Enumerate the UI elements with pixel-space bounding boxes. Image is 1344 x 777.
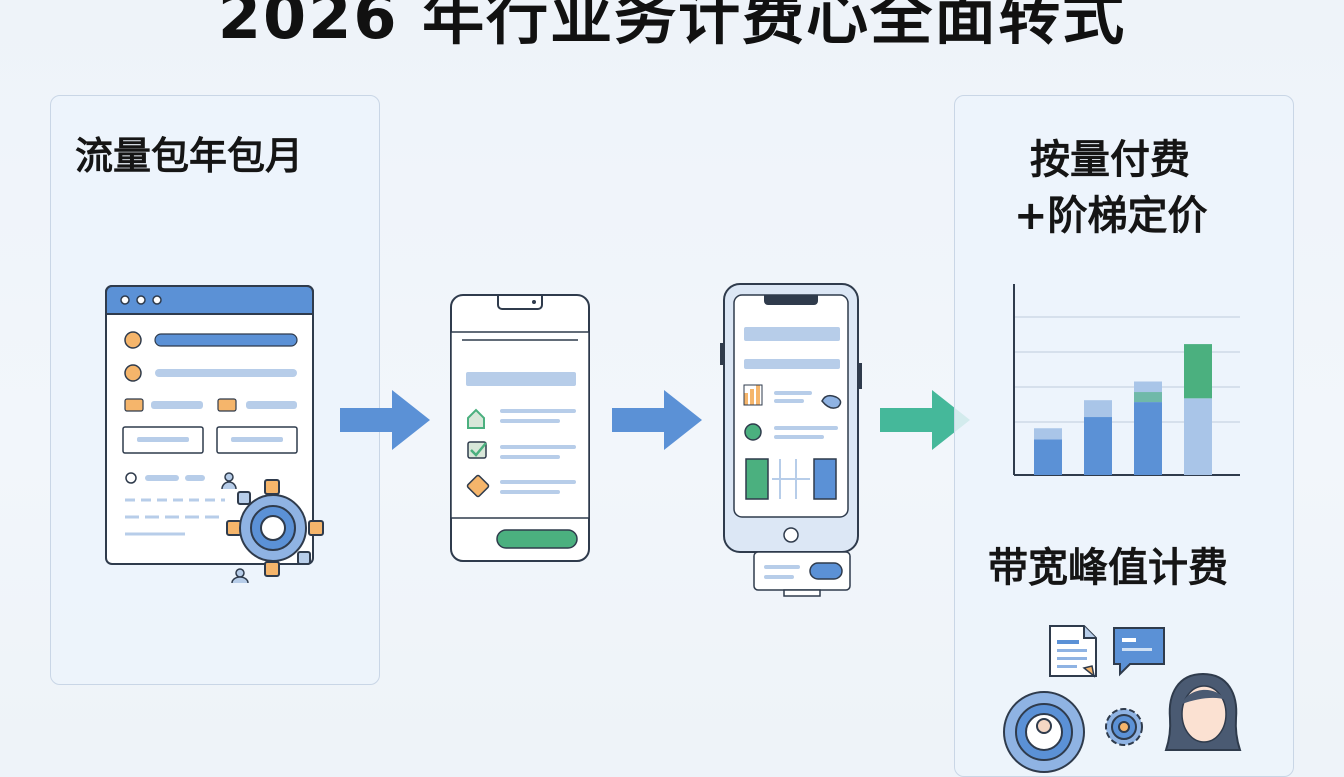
phone-illustration: [450, 294, 590, 562]
bar: [1134, 402, 1162, 475]
phone-dashboard-illustration: [720, 283, 862, 597]
bar-chart: [1013, 284, 1240, 476]
arrow-icon: [880, 390, 970, 450]
browser-window-illustration: [105, 285, 314, 565]
right-panel-label-bottom: 带宽峰值计费: [988, 545, 1228, 591]
chat-bubble-icon: [1113, 627, 1165, 677]
person-avatar-icon: [1164, 672, 1242, 751]
bar-segment: [1184, 344, 1212, 399]
person-small-icon: [231, 568, 249, 584]
arrow-icon: [612, 390, 702, 450]
bar-accent: [1134, 392, 1162, 403]
bar-segment: [1034, 428, 1062, 440]
right-panel-label-line2: +阶梯定价: [1014, 193, 1208, 239]
bar: [1084, 417, 1112, 475]
bar: [1034, 439, 1062, 475]
person-icon: [221, 472, 237, 490]
gear-person-icon: [1003, 691, 1085, 773]
document-icon: [1049, 625, 1097, 678]
arrow-icon: [340, 390, 430, 450]
gear-icon: [226, 479, 324, 577]
bar: [1184, 398, 1212, 475]
page-title: 2026 年行业务计费心全面转式: [217, 0, 1127, 53]
bar-segment: [1084, 400, 1112, 418]
left-panel-label: 流量包年包月: [75, 134, 304, 178]
small-gear-icon: [1105, 708, 1143, 746]
right-panel-label-line1: 按量付费: [1030, 137, 1190, 183]
